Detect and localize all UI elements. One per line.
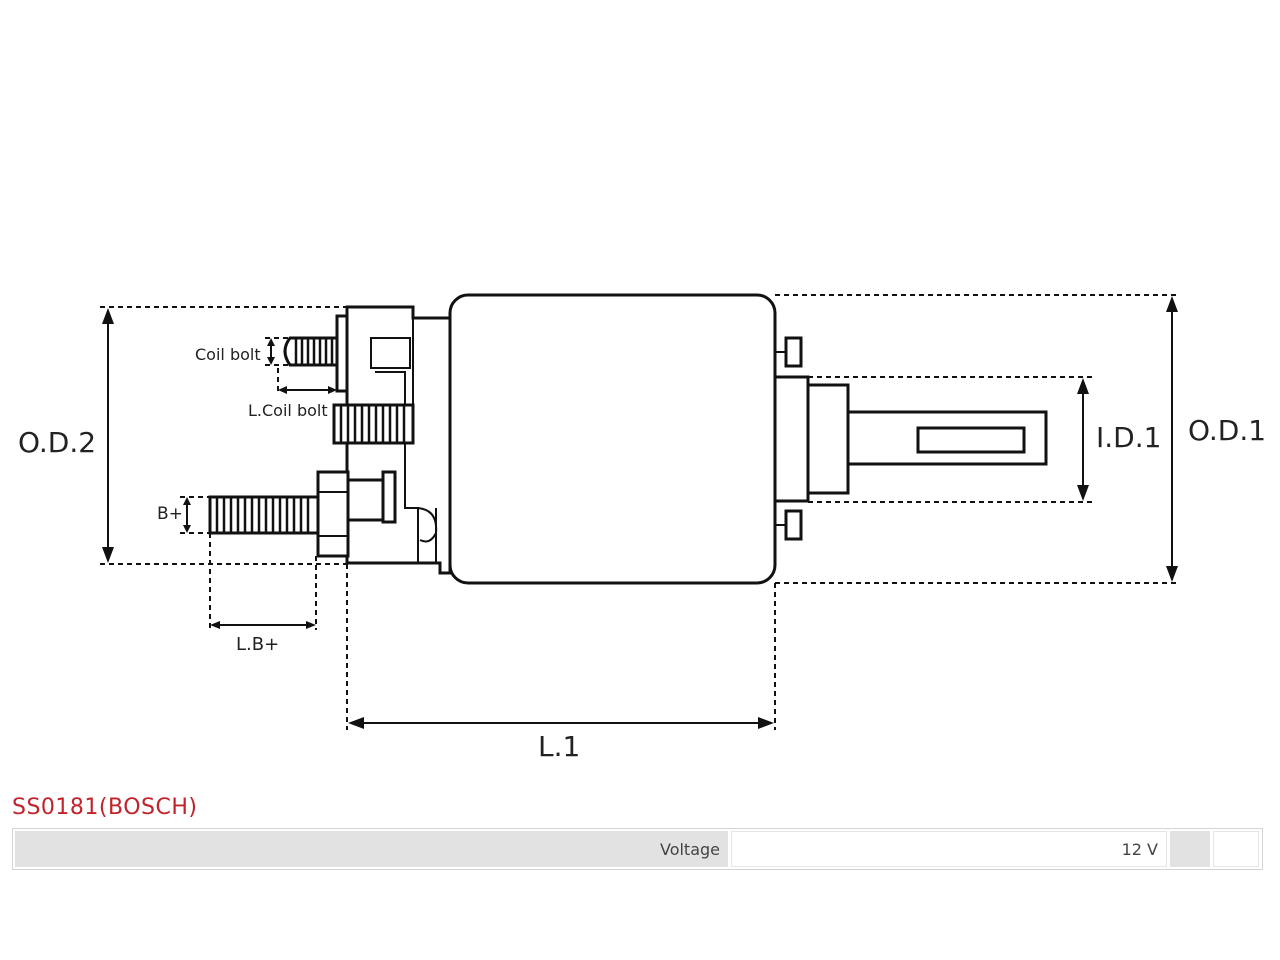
- label-l1: L.1: [538, 730, 580, 763]
- plunger-slot: [916, 426, 1026, 454]
- plunger-flange: [806, 383, 850, 495]
- label-od1: O.D.1: [1188, 414, 1266, 447]
- label-b-plus: B+: [157, 504, 183, 524]
- label-l-b-plus: L.B+: [236, 634, 279, 655]
- label-id1: I.D.1: [1096, 421, 1161, 454]
- plunger-collar: [773, 375, 810, 503]
- label-od2: O.D.2: [18, 426, 96, 459]
- coil-bolt-thread: [294, 339, 334, 364]
- solenoid-body: [448, 293, 777, 585]
- middle-stud: [332, 403, 415, 445]
- b-plus-washer-cap: [381, 470, 397, 524]
- part-title: SS0181(BOSCH): [12, 795, 198, 820]
- spec-value-voltage: 12 V: [731, 831, 1167, 867]
- spec-table: Voltage 12 V: [12, 828, 1263, 870]
- mount-tab-bottom: [784, 509, 803, 541]
- label-l-coil-bolt: L.Coil bolt: [248, 401, 328, 420]
- coil-bolt: [283, 336, 339, 367]
- dimension-arrows: [102, 296, 1178, 729]
- terminal-block-inner: [370, 318, 419, 563]
- middle-stud-thread: [339, 406, 406, 442]
- spec-cell-blank-gray: [1170, 831, 1210, 867]
- spec-label-voltage: Voltage: [15, 831, 728, 867]
- mount-tab-top: [784, 336, 803, 368]
- dimension-extension-lines: [100, 294, 1180, 730]
- solenoid-dimension-diagram: O.D.2 O.D.1 I.D.1 L.1 Coil bolt L.Coil b…: [18, 293, 1266, 763]
- label-coil-bolt: Coil bolt: [195, 345, 261, 364]
- spec-cell-blank: [1213, 831, 1259, 867]
- b-plus-washer: [346, 478, 385, 522]
- b-plus-bolt-thread: [215, 498, 310, 532]
- b-plus-nut: [316, 470, 350, 558]
